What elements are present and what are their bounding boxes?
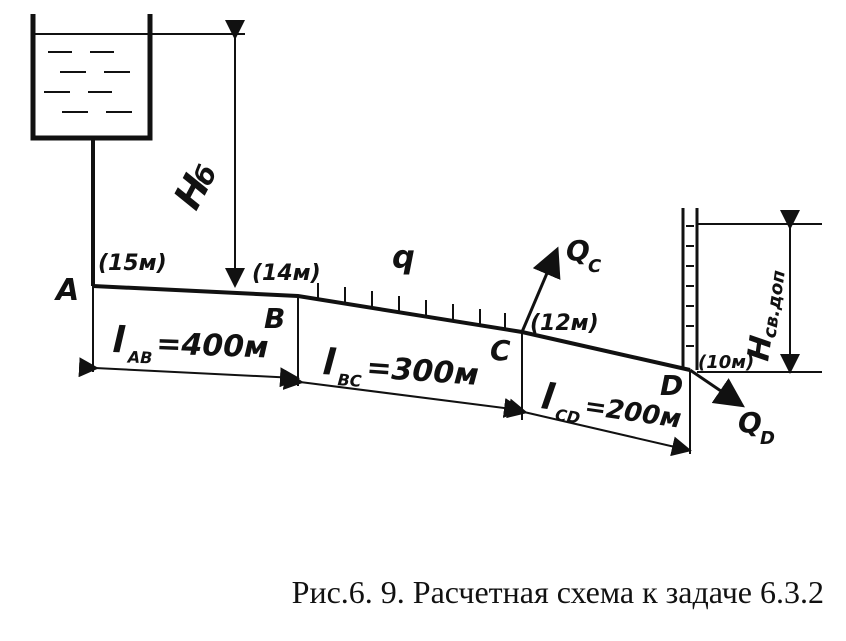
point-d-label: D — [660, 369, 683, 402]
elevation-c: (12м) — [530, 311, 599, 336]
water-hatching — [44, 51, 132, 113]
elevation-a: (15м) — [98, 251, 167, 276]
qd-label: Q — [738, 406, 762, 439]
point-b-label: B — [264, 302, 285, 335]
piezometer-tube — [681, 208, 699, 370]
qc-label: Q — [566, 234, 590, 267]
distributed-flow-label: q — [392, 238, 415, 276]
segment-bc-sub: BC — [337, 370, 362, 391]
segment-ab-sub: AB — [126, 347, 153, 367]
elevation-b: (14м) — [252, 261, 321, 286]
qd-flow-arrow — [689, 368, 745, 408]
free-head-dimension — [697, 210, 822, 374]
point-c-label: C — [490, 334, 511, 367]
free-head-label: H — [741, 333, 779, 363]
pipeline — [92, 284, 691, 372]
qc-label-sub: C — [588, 256, 602, 277]
elevation-d: (10м) — [698, 352, 754, 373]
point-a-label: A — [54, 273, 79, 308]
qc-flow-arrow — [520, 246, 561, 333]
segment-cd-sub: CD — [554, 405, 581, 427]
free-head-label-sub: св.доп — [759, 269, 789, 340]
segment-bc-l: l — [321, 342, 337, 384]
segment-cd-l: l — [539, 376, 558, 418]
qd-label-sub: D — [760, 428, 775, 449]
length-dimension-lines — [78, 357, 692, 457]
distributed-flow-ticks — [317, 283, 506, 329]
reservoir-tank — [30, 14, 153, 141]
segment-ab-value: =400м — [156, 327, 269, 366]
segment-bc-value: =300м — [365, 350, 479, 393]
segment-ab-l: l — [112, 320, 126, 361]
figure-caption: Рис.6. 9. Расчетная схема к задаче 6.3.2 — [291, 574, 824, 610]
